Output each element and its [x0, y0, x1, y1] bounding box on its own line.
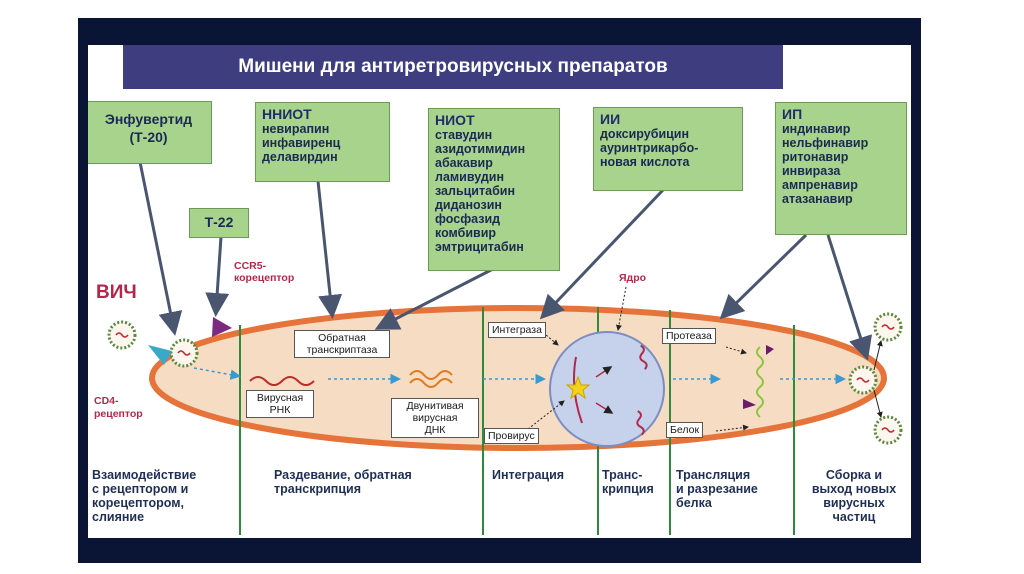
stage-line: и разрезание	[676, 482, 758, 496]
drug-name: доксирубицин	[600, 127, 690, 141]
stage-line: Сборка и	[825, 468, 883, 482]
hiv-virion	[848, 365, 878, 395]
ccr5-coreceptor	[212, 317, 232, 337]
hiv-label: ВИЧ	[96, 282, 137, 303]
stage-line: выход новых	[811, 482, 897, 496]
stage-line: частиц	[832, 510, 876, 524]
mrna-squiggle	[639, 344, 648, 370]
integrase-label: Интеграза	[488, 322, 546, 338]
dsdna-line: вирусная	[412, 412, 458, 424]
dsdna-squiggle	[409, 370, 453, 380]
rt-line: транскриптаза	[306, 344, 378, 356]
niot-box: НИОТ ставудин азидотимидин абакавир лами…	[428, 108, 560, 271]
drug-name: азидотимидин	[435, 142, 526, 156]
stage-caption: Сборка и выход новых вирусных частиц	[800, 468, 908, 524]
protease-label: Протеаза	[662, 328, 716, 344]
ccr5-line: корецептор	[234, 272, 295, 284]
drug-name: нельфинавир	[782, 136, 869, 150]
reverse-transcriptase-label: Обратная транскриптаза	[294, 330, 390, 358]
provirus-label: Провирус	[484, 428, 539, 444]
drug-name: фосфазид	[435, 212, 501, 226]
enfuvirtide-box: Энфувертид (Т-20)	[88, 101, 212, 164]
protease-triangle	[743, 399, 756, 409]
hiv-virion	[873, 415, 903, 445]
page-title: Мишени для антиретровирусных препаратов	[238, 56, 668, 77]
dsdna-label: Двунитивая вирусная ДНК	[391, 398, 479, 438]
stage-line: Интеграция	[492, 468, 565, 482]
dsdna-line: ДНК	[424, 424, 446, 436]
stage-line: вирусных	[823, 496, 885, 510]
enfuvirtide-line: Энфувертид	[104, 111, 193, 127]
stage-caption: Взаимодействие с рецептором и корецептор…	[92, 468, 237, 524]
drug-name: диданозин	[435, 198, 502, 212]
cd4-label: CD4- рецептор	[94, 395, 143, 421]
drug-name: делавирдин	[262, 150, 338, 164]
stage-caption: Транс- крипция	[602, 468, 672, 496]
viral-rna-line: Вирусная	[256, 392, 304, 404]
rt-line: Обратная	[318, 332, 366, 344]
cd4-line: рецептор	[94, 408, 143, 420]
dsdna-line: Двунитивая	[406, 400, 464, 412]
title-bar: Мишени для антиретровирусных препаратов	[123, 45, 783, 89]
nniot-box: ННИОТ невирапин инфавиренц делавирдин	[255, 102, 390, 182]
drug-name: ауринтрикарбо-	[600, 141, 699, 155]
drug-name: индинавир	[782, 122, 851, 136]
drug-name: ритонавир	[782, 150, 849, 164]
drug-name: ставудин	[435, 128, 493, 142]
t22-label: Т-22	[204, 214, 234, 230]
stage-line: корецептором,	[92, 496, 184, 510]
stage-line: Раздевание, обратная	[274, 468, 412, 482]
stage-line: слияние	[92, 510, 145, 524]
t22-box: Т-22	[189, 208, 249, 238]
drug-name: ампренавир	[782, 178, 858, 192]
stage-line: белка	[676, 496, 712, 510]
protease-triangle	[766, 345, 774, 355]
hiv-virion	[169, 338, 199, 368]
hiv-virion	[107, 320, 137, 350]
stage-line: Транс-	[602, 468, 643, 482]
hiv-virion	[873, 312, 903, 342]
mrna-squiggle	[636, 410, 645, 436]
slide: Мишени для антиретровирусных препаратов …	[88, 45, 911, 538]
nniot-heading: ННИОТ	[262, 106, 312, 122]
drug-name: комбивир	[435, 226, 497, 240]
enfuvirtide-line: (Т-20)	[129, 129, 168, 145]
drug-name: зальцитабин	[435, 184, 516, 198]
drug-name: инвираза	[782, 164, 841, 178]
viral-rna-label: Вирусная РНК	[246, 390, 314, 418]
drug-name: атазанавир	[782, 192, 853, 206]
stage-caption: Трансляция и разрезание белка	[676, 468, 788, 510]
cd4-receptor	[148, 345, 172, 365]
stage-line: транскрипция	[274, 482, 361, 496]
drug-name: инфавиренц	[262, 136, 341, 150]
drug-name: эмтрицитабин	[435, 240, 524, 254]
ip-box: ИП индинавир нельфинавир ритонавир инвир…	[775, 102, 907, 235]
niot-heading: НИОТ	[435, 112, 475, 128]
stage-line: с рецептором и	[92, 482, 189, 496]
cd4-line: CD4-	[94, 395, 119, 407]
nucleus	[549, 331, 665, 447]
ip-heading: ИП	[782, 106, 803, 122]
stage-caption: Раздевание, обратная транскрипция	[274, 468, 474, 496]
drug-name: абакавир	[435, 156, 493, 170]
stage-line: Трансляция	[676, 468, 751, 482]
stage-line: крипция	[602, 482, 654, 496]
ccr5-line: CCR5-	[234, 260, 267, 272]
protein-squiggle	[756, 346, 764, 418]
nucleus-label: Ядро	[619, 272, 647, 284]
drug-name: новая кислота	[600, 155, 690, 169]
stage-line: Взаимодействие	[92, 468, 197, 482]
dsdna-squiggle	[409, 378, 453, 388]
ccr5-label: CCR5- корецептор	[234, 260, 294, 284]
ii-box: ИИ доксирубицин ауринтрикарбо- новая кис…	[593, 107, 743, 191]
ii-heading: ИИ	[600, 111, 621, 127]
viral-rna-squiggle	[249, 376, 315, 386]
protein-label: Белок	[666, 422, 704, 438]
viral-rna-line: РНК	[269, 404, 291, 416]
integration-star	[565, 375, 591, 400]
stage-caption: Интеграция	[492, 468, 592, 482]
drug-name: ламивудин	[435, 170, 505, 184]
drug-name: невирапин	[262, 122, 330, 136]
